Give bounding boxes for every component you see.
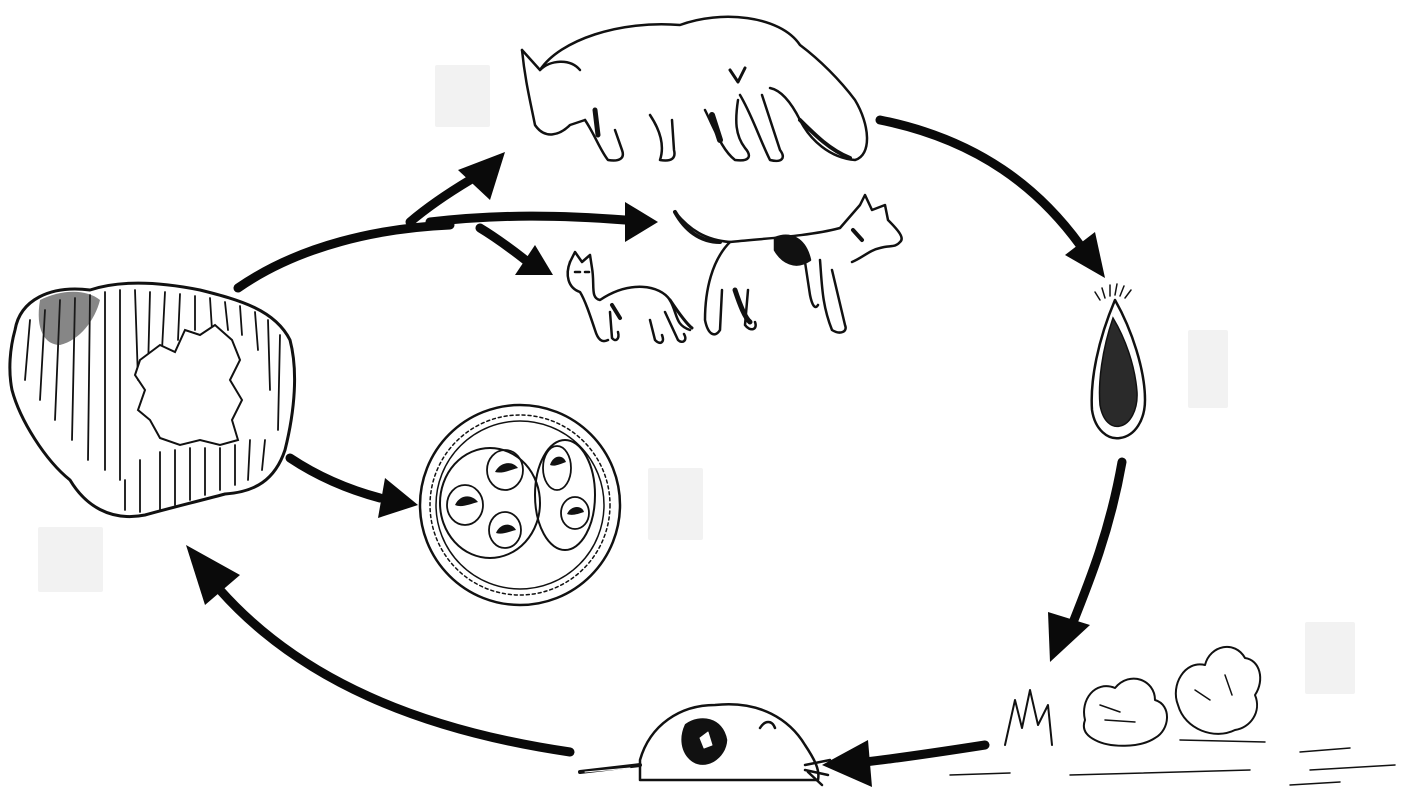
egg-icon — [1092, 284, 1145, 438]
cycle-arrows — [186, 120, 1122, 787]
arrow-branch-to-dog-head — [625, 202, 658, 242]
arrow-environment-to-rodent-head — [822, 740, 872, 787]
rodent-icon — [580, 704, 830, 785]
cat-icon — [568, 252, 692, 343]
arrow-egg-to-environment — [1072, 462, 1122, 625]
arrow-branch-to-cat — [480, 228, 528, 262]
label-box-fox — [435, 65, 490, 127]
dog-icon — [675, 195, 902, 334]
arrow-environment-to-rodent — [865, 745, 985, 762]
label-box-egg — [1188, 330, 1228, 408]
label-box-cyst-tissue — [38, 527, 103, 592]
cyst-tissue-icon — [10, 283, 295, 516]
fox-icon — [522, 17, 867, 161]
arrow-cyst-to-protoscolex — [290, 458, 380, 498]
arrow-branch-to-dog — [430, 216, 625, 222]
label-box-environment — [1305, 622, 1355, 694]
label-box-protoscolex — [648, 468, 703, 540]
protoscolex-icon — [420, 405, 620, 605]
arrow-cyst-to-protoscolex-head — [378, 478, 418, 518]
arrow-rodent-to-cyst — [220, 590, 570, 752]
arrow-egg-to-environment-head — [1048, 612, 1090, 662]
arrow-cyst-to-hosts — [238, 225, 450, 288]
arrow-branch-to-fox-head — [458, 152, 505, 200]
arrow-rodent-to-cyst-head — [186, 545, 240, 605]
arrow-fox-to-egg — [880, 120, 1080, 245]
